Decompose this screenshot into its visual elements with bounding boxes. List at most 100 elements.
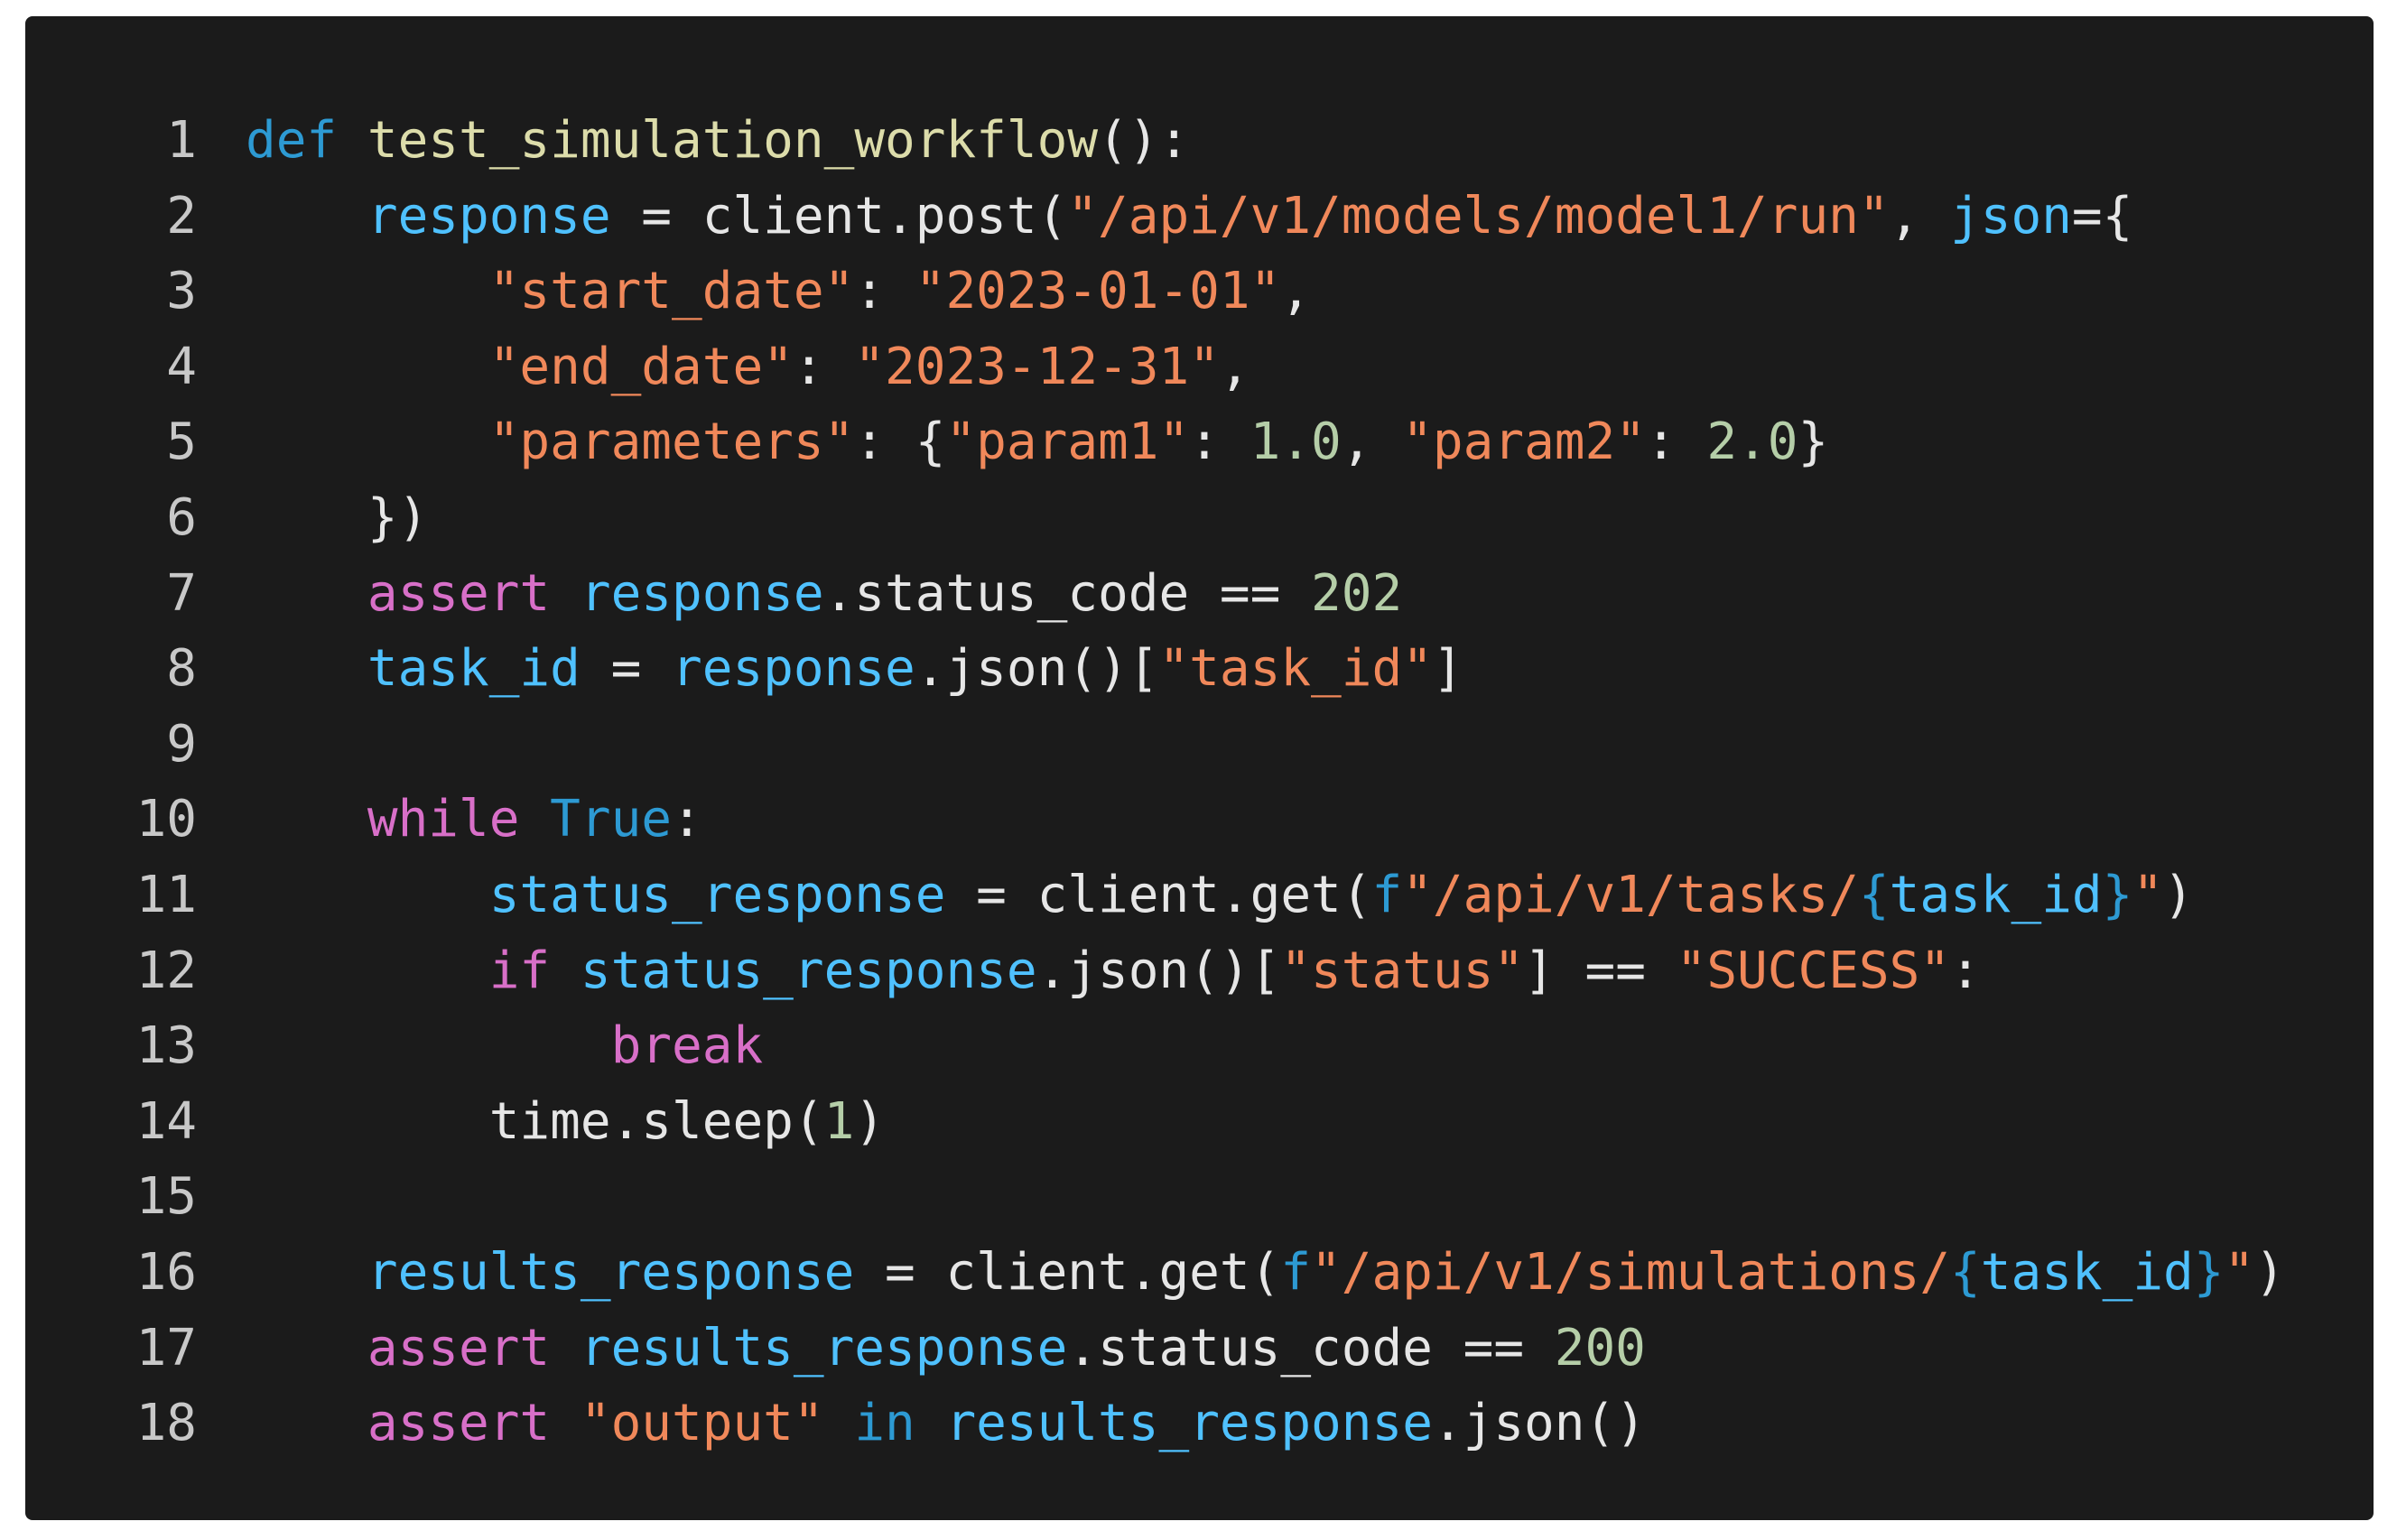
code-token: "2023-12-31" xyxy=(854,337,1220,396)
line-number: 2 xyxy=(166,186,197,246)
code-token: .json() xyxy=(1432,1394,1646,1453)
code-token: "/api/v1/tasks/ xyxy=(1402,865,1859,924)
code-token: : xyxy=(672,790,702,849)
code-token: : xyxy=(1189,413,1250,472)
code-line-1: 1 def test_simulation_workflow(): xyxy=(25,103,2374,179)
code-token: task_id xyxy=(1889,865,2103,924)
code-block[interactable]: 1 def test_simulation_workflow(): 2 respons… xyxy=(25,103,2374,1461)
code-token: break xyxy=(610,1016,764,1076)
code-line-16: 16 results_response = client.get(f"/api/v… xyxy=(25,1235,2374,1311)
code-token: status_response xyxy=(488,865,946,924)
line-number: 14 xyxy=(135,1091,197,1151)
code-text: "parameters": {"param1": 1.0, "param2": … xyxy=(246,404,1829,480)
code-token: "/api/v1/models/model1/run" xyxy=(1067,186,1890,246)
code-text: task_id = response.json()["task_id"] xyxy=(246,631,1463,707)
line-number: 18 xyxy=(135,1394,197,1453)
code-token: "2023-01-01" xyxy=(915,262,1281,321)
code-text: assert results_response.status_code == 2… xyxy=(246,1311,1646,1387)
code-token xyxy=(519,790,550,849)
code-token: in xyxy=(854,1394,915,1453)
code-token: = client.get( xyxy=(945,865,1372,924)
code-token xyxy=(550,1394,581,1452)
line-number: 8 xyxy=(166,639,197,699)
code-token: "task_id" xyxy=(1158,639,1433,699)
code-token: True xyxy=(550,790,673,849)
code-token: (): xyxy=(1098,111,1190,170)
code-token: : xyxy=(1950,941,1981,1000)
code-token xyxy=(550,942,581,1000)
code-token: 1 xyxy=(823,1091,855,1151)
code-token: assert xyxy=(367,563,551,623)
code-text: response = client.post("/api/v1/models/m… xyxy=(246,179,2133,255)
code-token: time.sleep( xyxy=(488,1091,824,1151)
code-token: 200 xyxy=(1554,1318,1646,1378)
code-token: = xyxy=(580,639,673,699)
code-token: : xyxy=(854,262,915,321)
line-number: 3 xyxy=(166,262,197,321)
code-token: , xyxy=(1280,262,1312,321)
code-token: .status_code == xyxy=(823,563,1312,623)
line-number: 10 xyxy=(135,790,197,849)
code-line-14: 14 time.sleep(1) xyxy=(25,1084,2374,1160)
line-number: 5 xyxy=(166,413,197,472)
code-token: results_response xyxy=(367,1242,855,1302)
line-number: 13 xyxy=(135,1016,197,1076)
code-token xyxy=(550,564,581,623)
line-number: 12 xyxy=(135,941,197,1000)
code-text: assert response.status_code == 202 xyxy=(246,556,1402,632)
line-number: 1 xyxy=(166,111,197,170)
code-token: 202 xyxy=(1311,563,1403,623)
code-token: task_id xyxy=(367,639,581,699)
code-token: ] xyxy=(1432,639,1463,699)
code-line-4: 4"end_date": "2023-12-31", xyxy=(25,329,2374,405)
code-token: { xyxy=(1950,1242,1981,1302)
code-token: response xyxy=(580,563,824,623)
code-token: = client.post( xyxy=(610,186,1068,246)
code-editor-panel: 1 def test_simulation_workflow(): 2 respons… xyxy=(25,16,2374,1520)
code-token: "end_date" xyxy=(488,337,794,396)
code-token: if xyxy=(488,941,551,1000)
code-token: "/api/v1/simulations/ xyxy=(1311,1242,1951,1302)
code-token: status_response xyxy=(580,941,1037,1000)
code-token: "status" xyxy=(1280,941,1525,1000)
code-token: results_response xyxy=(945,1394,1433,1453)
code-token: "parameters" xyxy=(488,413,855,472)
code-text: "end_date": "2023-12-31", xyxy=(246,329,1250,405)
line-number: 7 xyxy=(166,563,197,623)
line-number: 15 xyxy=(135,1167,197,1227)
code-token: results_response xyxy=(580,1318,1068,1378)
code-token: .json()[ xyxy=(1036,941,1281,1000)
code-token: { xyxy=(1858,865,1890,924)
code-token: , xyxy=(1889,186,1951,246)
code-text: results_response = client.get(f"/api/v1/… xyxy=(246,1235,2285,1311)
code-text: assert "output" in results_response.json… xyxy=(246,1386,1646,1461)
code-text: time.sleep(1) xyxy=(246,1084,885,1160)
code-text: def test_simulation_workflow(): xyxy=(246,103,1189,179)
code-token: assert xyxy=(367,1394,551,1453)
line-number: 11 xyxy=(135,865,197,924)
code-token xyxy=(915,1394,946,1452)
code-token: : { xyxy=(854,413,946,472)
code-token: } xyxy=(2102,865,2133,924)
code-token xyxy=(550,1319,581,1378)
code-token: "param2" xyxy=(1402,413,1646,472)
code-token: json xyxy=(1950,186,2072,246)
code-line-2: 2 response = client.post("/api/v1/models/… xyxy=(25,179,2374,255)
line-number: 17 xyxy=(135,1318,197,1378)
line-number: 16 xyxy=(135,1242,197,1302)
code-token: .json()[ xyxy=(915,639,1159,699)
code-token: } xyxy=(2193,1242,2225,1302)
code-token: f xyxy=(1371,865,1403,924)
code-line-13: 13 break xyxy=(25,1008,2374,1084)
code-line-7: 7 assert response.status_code == 202 xyxy=(25,556,2374,632)
code-line-15: 15 xyxy=(25,1159,2374,1235)
code-token: "param1" xyxy=(945,413,1190,472)
code-token: response xyxy=(367,186,611,246)
code-token: , xyxy=(1341,413,1403,472)
code-token: task_id xyxy=(1980,1242,2194,1302)
code-token: ) xyxy=(854,1091,886,1151)
line-number: 9 xyxy=(166,714,197,774)
code-token: while xyxy=(367,790,520,849)
code-line-3: 3"start_date": "2023-01-01", xyxy=(25,254,2374,329)
code-line-9: 9 xyxy=(25,707,2374,783)
